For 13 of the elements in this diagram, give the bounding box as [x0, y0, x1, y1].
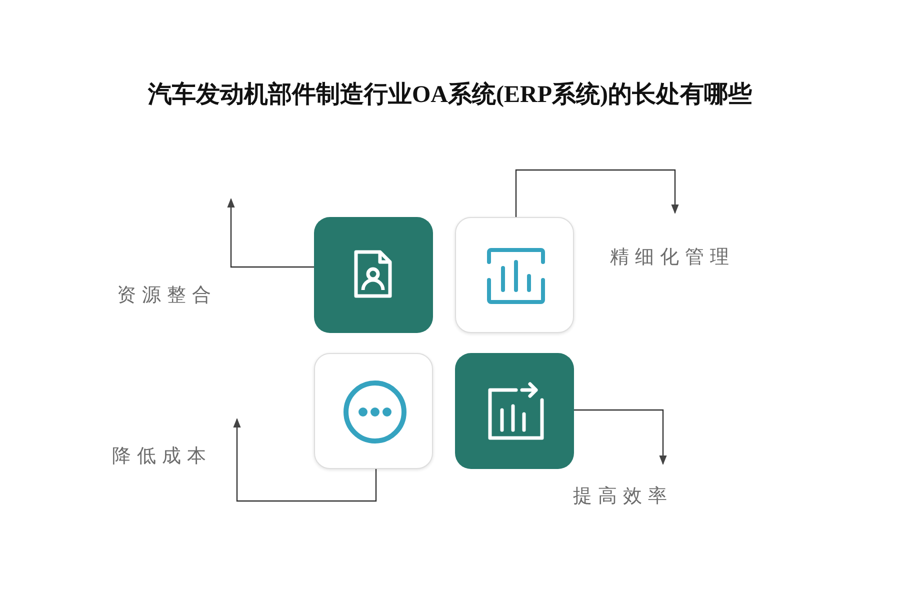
icon-tile [455, 353, 574, 469]
arrow [515, 169, 679, 217]
icon-tile [314, 217, 433, 333]
icon-tile [455, 217, 574, 333]
benefit-label: 资源整合 [117, 283, 217, 308]
benefit-label: 提高效率 [573, 484, 673, 509]
icon-tile [314, 353, 433, 469]
title: 汽车发动机部件制造行业OA系统(ERP系统)的长处有哪些 [146, 80, 753, 110]
benefit-label: 降低成本 [112, 444, 212, 469]
arrow [233, 418, 377, 502]
arrow [227, 198, 314, 268]
benefit-label: 精细化管理 [610, 245, 735, 270]
arrow [574, 409, 667, 465]
